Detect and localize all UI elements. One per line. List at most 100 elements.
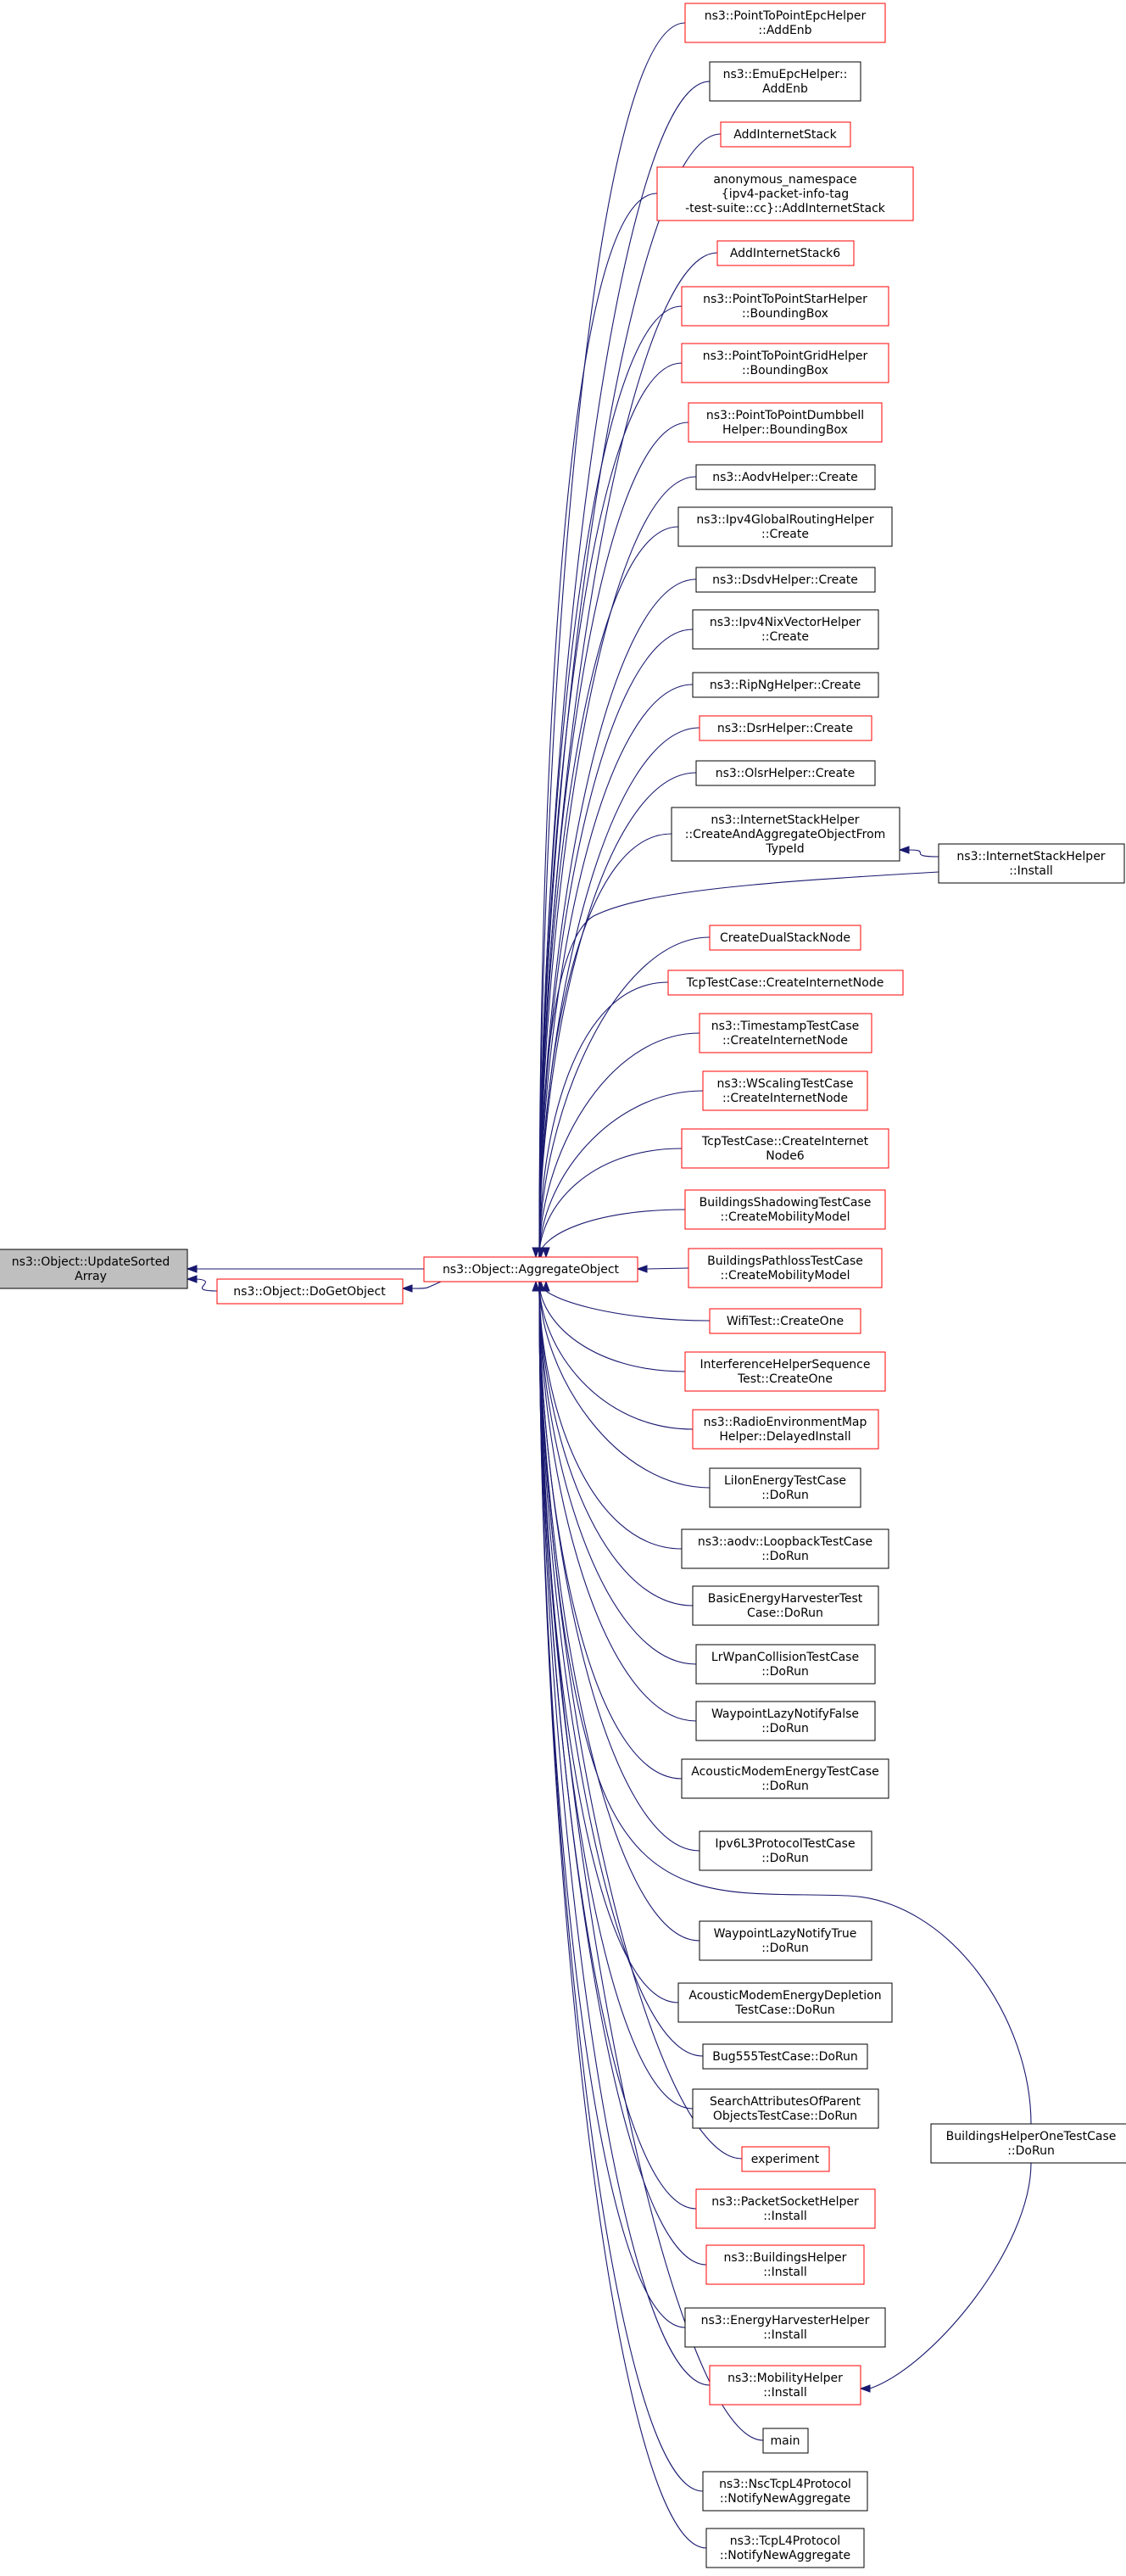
node-aggregate-object-box <box>423 1256 638 1282</box>
node-internet-stack-helper-install-label-line: ::Install <box>1009 864 1053 878</box>
node-caller-7[interactable]: ns3::PointToPointDumbbellHelper::Boundin… <box>688 402 883 443</box>
node-caller-43[interactable]: ns3::NscTcpL4Protocol::NotifyNewAggregat… <box>702 2471 868 2512</box>
node-caller-16[interactable]: CreateDualStackNode <box>709 925 861 951</box>
node-caller-33-label-line: WaypointLazyNotifyTrue <box>714 1927 857 1941</box>
node-caller-41-box <box>709 2365 861 2406</box>
node-caller-3[interactable]: anonymous_namespace{ipv4-packet-info-tag… <box>656 166 914 221</box>
node-caller-4-box <box>716 240 855 266</box>
node-caller-44[interactable]: ns3::TcpL4Protocol::NotifyNewAggregate <box>705 2528 865 2568</box>
node-caller-38[interactable]: ns3::PacketSocketHelper::Install <box>695 2188 876 2229</box>
node-caller-24-label-line: Test::CreateOne <box>737 1372 833 1386</box>
node-caller-26[interactable]: LiIonEnergyTestCase::DoRun <box>709 1467 861 1508</box>
node-caller-4[interactable]: AddInternetStack6 <box>716 240 855 266</box>
edge-caller-34 <box>538 1281 679 2003</box>
node-caller-29[interactable]: LrWpanCollisionTestCase::DoRun <box>695 1644 876 1685</box>
edge-bho-to-aggregate <box>538 1281 1032 2125</box>
node-caller-33-box <box>699 1920 872 1961</box>
node-caller-15-box <box>671 807 900 862</box>
node-caller-36-label-line: ObjectsTestCase::DoRun <box>713 2109 857 2123</box>
node-caller-19[interactable]: ns3::WScalingTestCase::CreateInternetNod… <box>702 1070 868 1111</box>
node-caller-34-label-line: AcousticModemEnergyDepletion <box>688 1989 881 2003</box>
node-buildings-helper-one-test-case[interactable]: BuildingsHelperOneTestCase::DoRun <box>930 2123 1126 2164</box>
node-caller-24-label-line: InterferenceHelperSequence <box>700 1358 871 1372</box>
node-caller-13[interactable]: ns3::DsrHelper::Create <box>699 715 872 741</box>
edge-caller-7 <box>538 422 689 1258</box>
node-caller-9-label-line: ::Create <box>761 528 809 541</box>
node-caller-0-label-line: ::AddEnb <box>758 24 811 37</box>
node-caller-27[interactable]: ns3::aodv::LoopbackTestCase::DoRun <box>681 1528 889 1569</box>
node-caller-14[interactable]: ns3::OlsrHelper::Create <box>695 760 876 786</box>
edge-aggregate-to-dogetobject <box>411 1281 442 1289</box>
node-caller-37[interactable]: experiment <box>741 2146 830 2172</box>
node-caller-17-box <box>667 969 904 996</box>
node-caller-36[interactable]: SearchAttributesOfParentObjectsTestCase:… <box>692 2088 879 2129</box>
node-caller-0[interactable]: ns3::PointToPointEpcHelper::AddEnb <box>684 3 886 43</box>
node-caller-9[interactable]: ns3::Ipv4GlobalRoutingHelper::Create <box>677 506 893 547</box>
node-caller-8[interactable]: ns3::AodvHelper::Create <box>695 464 876 490</box>
node-caller-30[interactable]: WaypointLazyNotifyFalse::DoRun <box>695 1701 876 1741</box>
node-caller-2[interactable]: AddInternetStack <box>720 121 851 148</box>
node-caller-20-label-line: Node6 <box>766 1149 805 1163</box>
node-caller-1[interactable]: ns3::EmuEpcHelper::AddEnb <box>709 61 861 102</box>
node-caller-15[interactable]: ns3::InternetStackHelper::CreateAndAggre… <box>671 807 900 862</box>
node-caller-41[interactable]: ns3::MobilityHelper::Install <box>709 2365 861 2406</box>
node-caller-17[interactable]: TcpTestCase::CreateInternetNode <box>667 969 904 996</box>
node-caller-31[interactable]: AcousticModemEnergyTestCase::DoRun <box>681 1758 889 1799</box>
node-caller-28-label-line: Case::DoRun <box>747 1607 823 1620</box>
node-caller-22-label-line: BuildingsPathlossTestCase <box>707 1254 863 1268</box>
node-caller-34[interactable]: AcousticModemEnergyDepletionTestCase::Do… <box>677 1982 893 2023</box>
node-caller-14-box <box>695 760 876 786</box>
node-caller-21[interactable]: BuildingsShadowingTestCase::CreateMobili… <box>684 1189 886 1230</box>
node-aggregate-object[interactable]: ns3::Object::AggregateObject <box>423 1256 638 1282</box>
node-do-get-object[interactable]: ns3::Object::DoGetObject <box>216 1278 404 1305</box>
node-caller-23-box <box>709 1308 861 1334</box>
edge-dogetobject-to-root <box>196 1278 218 1292</box>
node-caller-42[interactable]: main <box>762 2428 809 2454</box>
node-caller-30-box <box>695 1701 876 1741</box>
edge-caller-12 <box>538 684 694 1258</box>
edge-caller-24 <box>538 1281 686 1372</box>
node-caller-1-box <box>709 61 861 102</box>
node-caller-32[interactable]: Ipv6L3ProtocolTestCase::DoRun <box>699 1830 872 1871</box>
node-caller-39-label-line: ns3::BuildingsHelper <box>724 2251 847 2265</box>
node-caller-11-label-line: ::Create <box>761 630 809 644</box>
node-caller-4-label-line: AddInternetStack6 <box>730 247 840 260</box>
node-caller-18[interactable]: ns3::TimestampTestCase::CreateInternetNo… <box>699 1013 872 1053</box>
arrow-bho-to-mobility <box>859 2384 871 2393</box>
node-caller-24[interactable]: InterferenceHelperSequenceTest::CreateOn… <box>684 1351 886 1392</box>
node-caller-38-box <box>695 2188 876 2229</box>
node-caller-33[interactable]: WaypointLazyNotifyTrue::DoRun <box>699 1920 872 1961</box>
node-caller-40[interactable]: ns3::EnergyHarvesterHelper::Install <box>684 2307 886 2348</box>
node-caller-26-box <box>709 1467 861 1508</box>
node-caller-43-box <box>702 2471 868 2512</box>
node-caller-6-box <box>681 343 889 383</box>
node-update-sorted-array-box <box>0 1249 188 1289</box>
node-caller-18-label-line: ns3::TimestampTestCase <box>711 1020 860 1033</box>
node-caller-25[interactable]: ns3::RadioEnvironmentMapHelper::DelayedI… <box>692 1409 879 1450</box>
node-caller-35[interactable]: Bug555TestCase::DoRun <box>702 2043 868 2070</box>
node-caller-44-label-line: ns3::TcpL4Protocol <box>730 2534 840 2548</box>
node-caller-12[interactable]: ns3::RipNgHelper::Create <box>692 672 879 698</box>
node-caller-3-label-line: -test-suite::cc}::AddInternetStack <box>685 202 886 215</box>
node-caller-18-label-line: ::CreateInternetNode <box>722 1034 848 1048</box>
node-caller-22[interactable]: BuildingsPathlossTestCase::CreateMobilit… <box>688 1248 883 1288</box>
node-caller-35-label-line: Bug555TestCase::DoRun <box>712 2050 858 2064</box>
node-buildings-helper-one-test-case-box <box>930 2123 1126 2164</box>
node-caller-5[interactable]: ns3::PointToPointStarHelper::BoundingBox <box>681 286 889 327</box>
node-caller-14-label-line: ns3::OlsrHelper::Create <box>716 767 855 780</box>
node-internet-stack-helper-install[interactable]: ns3::InternetStackHelper::Install <box>938 843 1125 884</box>
node-caller-20-label-line: TcpTestCase::CreateInternet <box>701 1135 869 1148</box>
node-caller-6-label-line: ::BoundingBox <box>742 364 828 377</box>
edge-caller-30 <box>538 1281 697 1722</box>
node-caller-23[interactable]: WifiTest::CreateOne <box>709 1308 861 1334</box>
node-caller-11[interactable]: ns3::Ipv4NixVectorHelper::Create <box>692 609 879 650</box>
node-caller-39[interactable]: ns3::BuildingsHelper::Install <box>705 2244 865 2285</box>
edge-caller-0 <box>538 22 686 1258</box>
node-caller-6[interactable]: ns3::PointToPointGridHelper::BoundingBox <box>681 343 889 383</box>
arrow-caller-22 <box>636 1265 648 1273</box>
node-internet-stack-helper-install-box <box>938 843 1125 884</box>
node-caller-10[interactable]: ns3::DsdvHelper::Create <box>695 567 876 593</box>
